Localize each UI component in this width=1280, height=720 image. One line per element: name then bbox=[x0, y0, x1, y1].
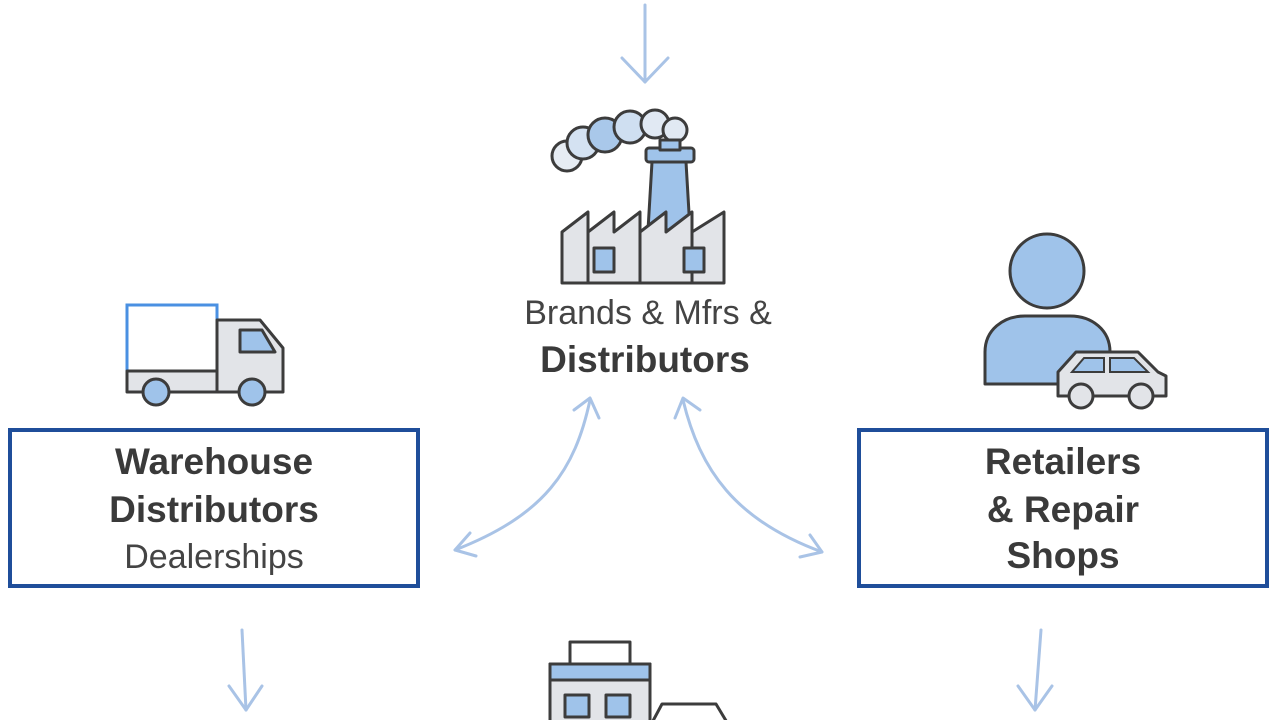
arrow-manufacturer-retailers bbox=[673, 396, 824, 559]
warehouse-box bbox=[8, 428, 420, 588]
delivery-truck-icon bbox=[125, 303, 285, 407]
manufacturer-node: Brands & Mfrs & Distributors bbox=[524, 294, 772, 380]
warehouse-node: Warehouse Distributors Dealerships bbox=[8, 428, 420, 588]
warehouse-label-line3: Dealerships bbox=[124, 538, 304, 576]
manufacturer-label-line2: Distributors bbox=[540, 339, 750, 380]
retailers-label-line2: & Repair bbox=[987, 489, 1139, 530]
retailers-label-line3: Shops bbox=[1006, 535, 1119, 576]
person-with-car-icon bbox=[983, 232, 1168, 410]
retailers-node: Retailers & Repair Shops bbox=[857, 428, 1269, 588]
retailers-label-line1: Retailers bbox=[985, 441, 1141, 482]
warehouse-label-line2: Distributors bbox=[109, 489, 319, 530]
arrow-top-incoming bbox=[620, 3, 670, 84]
factory-icon bbox=[550, 108, 726, 285]
arrow-warehouse-down bbox=[227, 628, 264, 712]
retailers-box bbox=[857, 428, 1269, 588]
store-with-car-icon bbox=[548, 640, 728, 720]
warehouse-label-line1: Warehouse bbox=[115, 441, 313, 482]
arrow-manufacturer-warehouse bbox=[453, 396, 601, 558]
arrow-retailers-down bbox=[1016, 628, 1054, 712]
manufacturer-label-line1: Brands & Mfrs & bbox=[524, 294, 772, 332]
